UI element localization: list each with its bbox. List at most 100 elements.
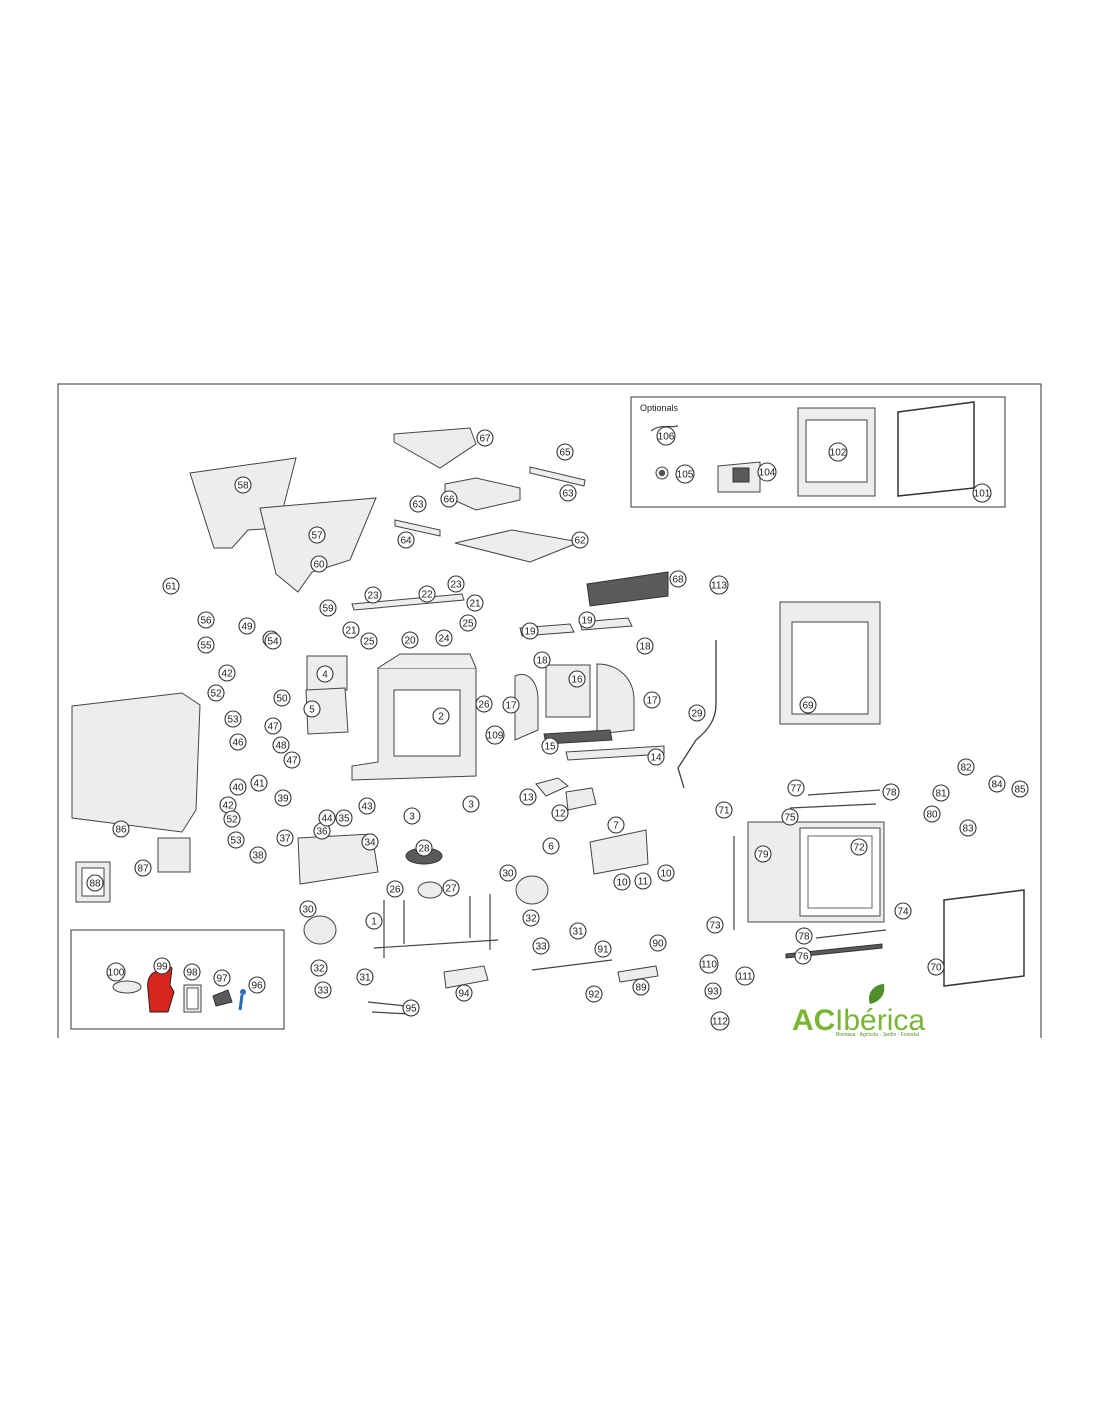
callout-label: 53 (230, 836, 242, 847)
callout-86: 86 (112, 820, 130, 838)
callout-label: 28 (418, 844, 430, 855)
callout-label: 97 (216, 974, 228, 985)
callout-46: 46 (229, 733, 247, 751)
callout-77: 77 (787, 779, 805, 797)
callout-16: 16 (568, 670, 586, 688)
callout-28: 28 (415, 839, 433, 857)
callout-label: 57 (311, 531, 323, 542)
callout-34: 34 (361, 833, 379, 851)
callout-106: 106 (656, 426, 676, 446)
callout-56: 56 (197, 611, 215, 629)
callout-65: 65 (556, 443, 574, 461)
callout-label: 104 (759, 468, 776, 479)
callout-94: 94 (455, 984, 473, 1002)
callout-60: 60 (310, 555, 328, 573)
callout-label: 11 (638, 877, 649, 888)
callout-7: 7 (607, 816, 625, 834)
callout-label: 68 (672, 575, 684, 586)
callout-label: 100 (108, 968, 125, 979)
callout-label: 64 (400, 536, 412, 547)
callout-label: 41 (253, 779, 265, 790)
callout-label: 112 (712, 1017, 728, 1028)
callout-58: 58 (234, 476, 252, 494)
callout-38: 38 (249, 846, 267, 864)
callout-79: 79 (754, 845, 772, 863)
callout-24: 24 (435, 629, 453, 647)
callout-label: 16 (571, 675, 583, 686)
callout-10: 10 (657, 864, 675, 882)
callout-14: 14 (647, 748, 665, 766)
callout-30: 30 (499, 864, 517, 882)
callout-1: 1 (365, 912, 383, 930)
callout-89: 89 (632, 978, 650, 996)
callout-label: 19 (524, 627, 536, 638)
callout-label: 93 (707, 987, 719, 998)
callout-label: 3 (468, 800, 474, 811)
callout-label: 62 (574, 536, 586, 547)
callout-label: 61 (165, 582, 177, 593)
callout-61: 61 (162, 577, 180, 595)
callout-label: 1 (371, 917, 377, 928)
callout-111: 111 (735, 966, 755, 986)
callout-label: 3 (409, 812, 415, 823)
callout-102: 102 (828, 442, 848, 462)
callout-label: 70 (930, 963, 942, 974)
callout-26: 26 (475, 695, 493, 713)
callout-42: 42 (219, 796, 237, 814)
callout-83: 83 (959, 819, 977, 837)
callout-53: 53 (227, 831, 245, 849)
callout-20: 20 (401, 631, 419, 649)
callout-label: 50 (276, 694, 288, 705)
callout-label: 21 (469, 599, 481, 610)
callout-label: 46 (232, 738, 244, 749)
callout-69: 69 (799, 696, 817, 714)
diagram-frame (57, 383, 1042, 1038)
callout-19: 19 (521, 622, 539, 640)
callout-52: 52 (207, 684, 225, 702)
callout-19: 19 (578, 611, 596, 629)
callout-label: 47 (286, 756, 298, 767)
callout-label: 82 (960, 763, 972, 774)
callout-label: 79 (757, 850, 769, 861)
callout-label: 23 (367, 591, 379, 602)
callout-95: 95 (402, 999, 420, 1017)
callout-label: 27 (445, 884, 457, 895)
callout-label: 67 (479, 434, 491, 445)
callout-label: 83 (962, 824, 974, 835)
callout-label: 26 (478, 700, 490, 711)
callout-label: 88 (89, 879, 101, 890)
callout-label: 2 (438, 712, 444, 723)
callout-label: 106 (658, 432, 675, 443)
callout-label: 34 (364, 838, 376, 849)
callout-label: 21 (345, 626, 357, 637)
callout-30: 30 (299, 900, 317, 918)
brand-logo: AC Ibérica Biomasa · Agrícola · Jardín ·… (792, 984, 925, 1038)
callout-42: 42 (218, 664, 236, 682)
callout-17: 17 (643, 691, 661, 709)
callout-label: 81 (935, 789, 947, 800)
callout-96: 96 (248, 976, 266, 994)
callout-47: 47 (283, 751, 301, 769)
callout-100: 100 (106, 962, 126, 982)
callout-99: 99 (153, 957, 171, 975)
callout-31: 31 (356, 968, 374, 986)
callout-2: 2 (432, 707, 450, 725)
callout-64: 64 (397, 531, 415, 549)
callout-6: 6 (542, 837, 560, 855)
callout-label: 40 (232, 783, 244, 794)
leaf-icon (868, 984, 885, 1004)
callout-label: 19 (581, 616, 593, 627)
callout-label: 24 (438, 634, 450, 645)
callout-label: 13 (522, 793, 534, 804)
callout-27: 27 (442, 879, 460, 897)
callout-label: 73 (709, 921, 721, 932)
callout-label: 4 (322, 670, 328, 681)
callout-29: 29 (688, 704, 706, 722)
glove (147, 963, 175, 1013)
callout-label: 76 (797, 952, 809, 963)
callout-62: 62 (571, 531, 589, 549)
callout-72: 72 (850, 838, 868, 856)
callout-label: 6 (548, 842, 554, 853)
callout-18: 18 (636, 637, 654, 655)
callout-label: 33 (317, 986, 329, 997)
